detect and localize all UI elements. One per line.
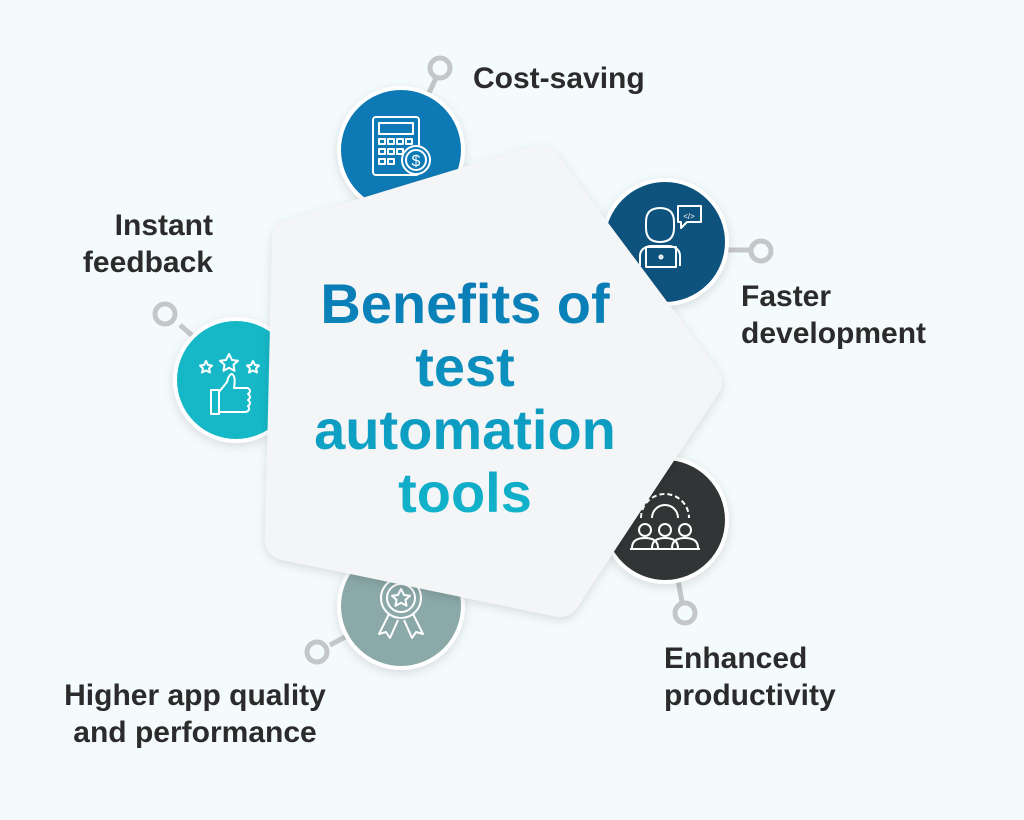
connector-ring-faster [748, 238, 774, 264]
label-instant-feedback: Instant feedback [83, 207, 213, 281]
label-line: and performance [73, 716, 317, 749]
svg-text:$: $ [412, 153, 421, 170]
label-higher-quality: Higher app quality and performance [30, 677, 360, 751]
connector-ring-higher [304, 639, 330, 665]
label-cost-saving: Cost-saving [473, 60, 645, 97]
diagram-title: Benefits of test automation tools [285, 272, 645, 524]
team-gear-icon [630, 493, 700, 550]
label-line: development [741, 317, 927, 350]
title-line: tools [398, 461, 532, 524]
label-line: Faster [741, 280, 832, 313]
label-line: Instant [114, 209, 213, 242]
label-enhanced-productivity: Enhanced productivity [664, 640, 836, 714]
connector-ring-enhanced [672, 600, 698, 626]
svg-text:</>: </> [683, 212, 695, 221]
title-line: test [415, 335, 515, 398]
label-line: Higher app quality [64, 679, 326, 712]
connector-ring-instant [152, 301, 178, 327]
title-line: Benefits of [320, 272, 610, 335]
connector-ring-cost [427, 55, 453, 81]
developer-laptop-icon: </> [639, 205, 702, 268]
label-faster-development: Faster development [741, 278, 926, 352]
label-line: Cost-saving [473, 62, 645, 95]
central-pentagon [265, 145, 722, 617]
label-line: Enhanced [664, 642, 808, 675]
title-line: automation [314, 398, 616, 461]
label-line: productivity [664, 679, 836, 712]
thumbs-up-stars-icon [199, 353, 260, 415]
calculator-dollar-icon: $ [372, 116, 431, 176]
label-line: feedback [82, 246, 213, 279]
